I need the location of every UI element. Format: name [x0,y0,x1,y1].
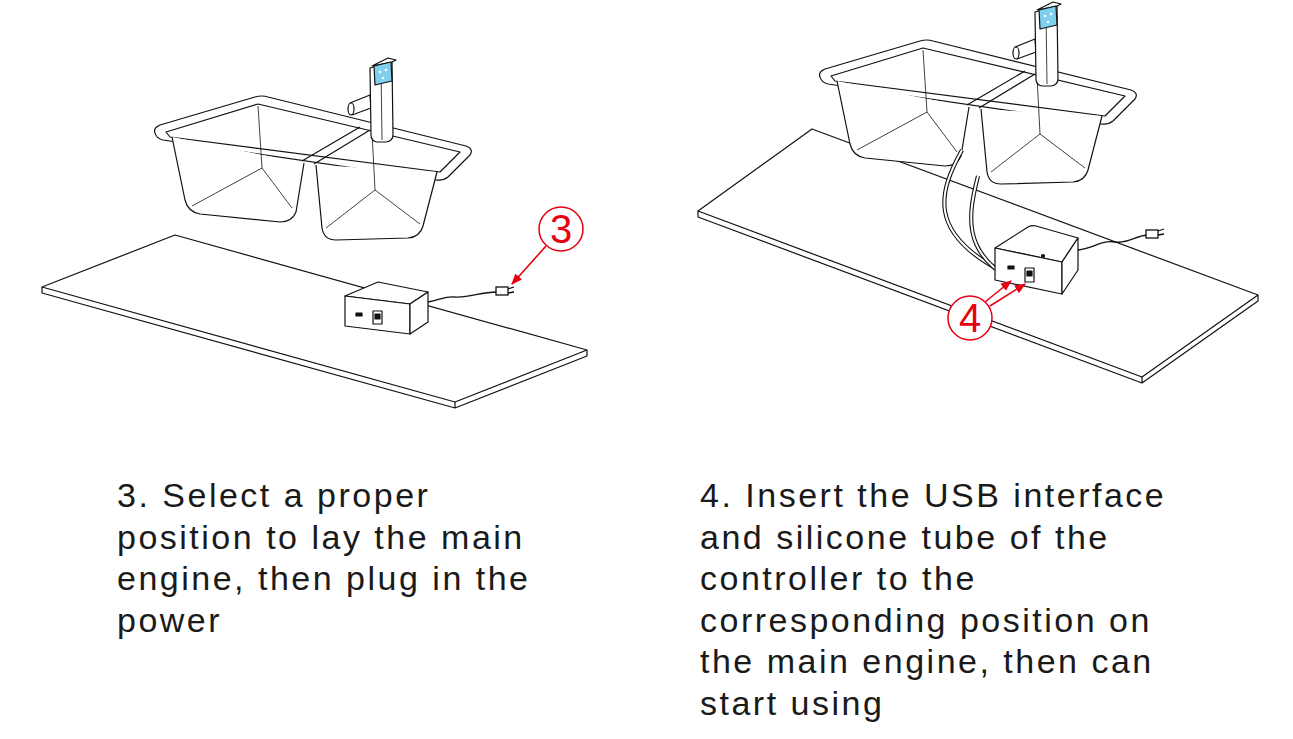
step-caption: 4. Insert the USB interface and silicone… [700,475,1190,724]
power-cord [1078,229,1164,250]
main-engine [345,282,428,334]
callout-marker [512,207,583,284]
power-cord [428,287,514,302]
callout-marker [948,281,1025,340]
countertop [42,235,587,408]
step-caption: 3. Select a proper position to lay the m… [117,475,557,641]
callout-number: 4 [948,296,992,340]
callout-number: 3 [539,207,583,251]
countertop [698,129,1258,383]
sink-and-faucet [820,2,1137,184]
sink-and-faucet [155,58,472,240]
